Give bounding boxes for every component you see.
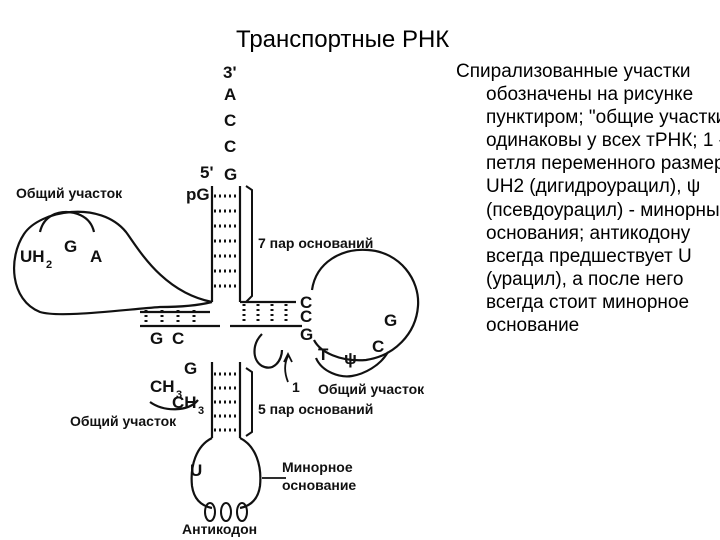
pg-label: pG	[186, 185, 210, 204]
ch3-subscript: 3	[176, 389, 182, 401]
nucleotide-c: C	[224, 137, 236, 156]
anticodon-u: U	[190, 461, 202, 480]
ch3-base: CH	[150, 377, 175, 396]
d-stem-c: C	[172, 329, 184, 348]
t-loop-t: T	[318, 345, 329, 364]
t-stem-c: C	[300, 293, 312, 312]
uh-base: UH	[20, 247, 45, 266]
loop-1-arrowhead	[283, 351, 293, 363]
five-pairs-label: 5 пар оснований	[258, 401, 373, 417]
five-pairs-bracket	[245, 367, 253, 437]
anticodon-base	[236, 502, 248, 522]
minor-base-label: Минорное	[282, 459, 353, 475]
anticodon-label: Антикодон	[182, 521, 257, 537]
ch3-subscript-2: 3	[198, 405, 204, 417]
loop-1-arrow	[284, 355, 289, 383]
common-region-label-3: Общий участок	[70, 413, 177, 429]
anticodon-base	[220, 502, 232, 522]
slide-title: Транспортные РНК	[236, 26, 450, 53]
uh-subscript: 2	[46, 259, 52, 271]
d-stem-g: G	[150, 329, 163, 348]
anticodon-base	[204, 502, 216, 522]
d-arm-loop	[13, 210, 213, 316]
t-stem-c: C	[300, 307, 312, 326]
t-stem-g: G	[300, 325, 313, 344]
seven-pairs-label: 7 пар оснований	[258, 235, 373, 251]
loop-1-label: 1	[292, 379, 300, 395]
common-region-bracket-2	[314, 351, 389, 378]
description-text: Спирализованные участки обозначены на ри…	[456, 61, 720, 337]
five-prime-label: 5'	[200, 163, 214, 182]
variable-loop	[253, 333, 284, 369]
d-loop-g: G	[64, 237, 77, 256]
anticodon-loop	[190, 437, 262, 510]
common-region-bracket-1	[38, 210, 96, 233]
common-region-bracket-3	[149, 399, 199, 411]
common-region-label-1: Общий участок	[16, 185, 123, 201]
t-loop-psi: ψ	[344, 349, 357, 368]
nucleotide-g: G	[224, 165, 237, 184]
d-loop-a: A	[90, 247, 102, 266]
three-prime-label: 3'	[223, 63, 237, 82]
t-loop-c: C	[372, 337, 384, 356]
nucleotide-a: A	[224, 85, 236, 104]
ch3-base-2: CH	[172, 393, 197, 412]
anticodon-stem-g: G	[184, 359, 197, 378]
t-arm-loop	[310, 248, 420, 362]
nucleotide-c: C	[224, 111, 236, 130]
t-loop-g: G	[384, 311, 397, 330]
minor-base-label: основание	[282, 477, 356, 493]
seven-pairs-bracket	[245, 185, 253, 303]
common-region-label-2: Общий участок	[318, 381, 425, 397]
trna-cloverleaf-diagram: 3' A C C G 5' pG Общий участок 7 пар осн…	[13, 63, 425, 537]
